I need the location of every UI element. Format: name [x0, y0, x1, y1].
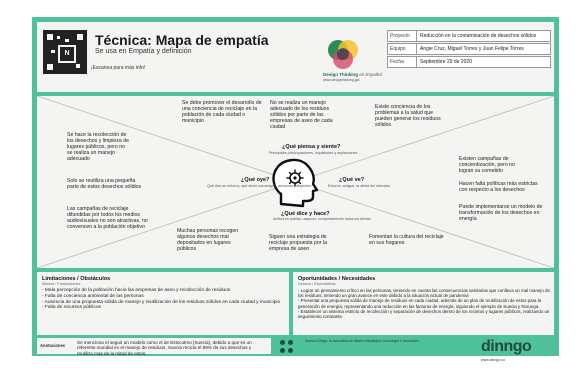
sa-icon	[288, 348, 293, 353]
note-left-1: Se hace la recolección de los desechos y…	[67, 132, 129, 162]
footer-info: Somos Dinngo, la consultora de diseño es…	[305, 339, 420, 343]
limitations-list: - Mala percepción de la población hacia …	[42, 288, 284, 311]
say-do-subtitle: Actitud en público, aspecto, comportamie…	[273, 217, 371, 221]
note-right-3: Puede implementarse un modelo de transfo…	[459, 204, 543, 222]
note-right-1: Existen campañas de concientización, per…	[459, 156, 515, 174]
head-icon	[272, 158, 319, 208]
hear-subtitle: Qué dice su entorno, qué dicen sus amigo…	[207, 184, 312, 188]
think-feel-title: ¿Qué piensa y siente?	[282, 144, 341, 150]
empathy-map-panel: Se debe promover el desarrollo de una co…	[37, 96, 554, 268]
nc-icon	[280, 348, 285, 353]
list-item: - Falta de recursos públicos	[42, 305, 101, 311]
logo-url: www.designthinking.gal	[323, 78, 360, 82]
say-do-title: ¿Qué dice y hace?	[281, 211, 330, 217]
note-top-right: Existe conciencia de los problemas a la …	[375, 104, 441, 128]
page-subtitle: Se usa en Empatía y definición	[95, 48, 192, 55]
page-title: Técnica: Mapa de empatía	[95, 32, 269, 48]
meta-date-value: Septiembre 29 de 2020	[420, 59, 472, 65]
note-bottom-center: Siguen una estrategia de reciclaje propu…	[269, 234, 327, 252]
limitations-subtitle: Miedos / Frustraciones	[42, 282, 81, 286]
note-left-3: Las campañas de reciclaje difundidas por…	[67, 206, 148, 230]
map-dividers	[37, 96, 554, 268]
opportunities-list: - Lograr un pensamiento crítico en las p…	[298, 288, 550, 319]
meta-team-label: Equipo	[388, 44, 417, 54]
note-right-2: Hacen falta políticas más estrictas con …	[459, 181, 538, 193]
design-thinking-logo-icon	[328, 40, 358, 69]
cc-icon	[280, 340, 285, 345]
empathy-map-poster: N ¡Escanea para más info! Técnica: Mapa …	[32, 17, 559, 362]
annotations-text: Se menciona el seguir un modelo como el …	[77, 340, 252, 356]
note-left-2: Solo se reutiliza una pequeña parte de e…	[67, 178, 142, 190]
by-icon	[288, 340, 293, 345]
note-bottom-right: Fomentan la cultura del reciclaje en sus…	[369, 234, 444, 246]
list-item: - Falta de conciencia ambiental de las p…	[42, 293, 144, 299]
logo-name: Design Thinking en Español	[323, 72, 382, 77]
meta-date-label: Fecha	[388, 57, 417, 67]
limitations-panel: Limitaciones / Obstáculos Miedos / Frust…	[37, 272, 289, 335]
qr-badge: N	[58, 45, 76, 63]
meta-team-value: Angie Cruz, Miguel Torres y Juan Felipe …	[420, 46, 524, 52]
meta-project-value: Reducción en la contaminación de desecho…	[420, 33, 537, 39]
license-icons	[280, 339, 300, 354]
opportunities-panel: Oportunidades / Necesidades Deseos / Exp…	[293, 272, 554, 335]
dinngo-logo[interactable]: dinngo	[481, 338, 532, 355]
list-item: - Mala percepción de la población hacia …	[42, 288, 231, 293]
note-bottom-left: Muchas personas recogen algunos desechos…	[177, 228, 239, 252]
annotations-box: Anotaciones Se menciona el seguir un mod…	[37, 338, 271, 356]
brand-url[interactable]: www.dinngo.co	[481, 358, 506, 362]
see-subtitle: Entorno, amigos, la oferta del mercado	[328, 184, 390, 188]
meta-project-label: Proyecto	[388, 31, 417, 41]
opportunities-subtitle: Deseos / Expectativas	[298, 282, 336, 286]
hear-title: ¿Qué oye?	[241, 177, 270, 183]
header-panel: N ¡Escanea para más info! Técnica: Mapa …	[37, 22, 554, 92]
list-item: - Lograr un pensamiento crítico en las p…	[298, 288, 550, 299]
limitations-title: Limitaciones / Obstáculos	[42, 276, 111, 282]
list-item: - Ausencia de una propuesta sólida de ma…	[42, 299, 281, 305]
see-title: ¿Qué ve?	[339, 177, 365, 183]
list-item: - Presentar una propuesta sólida de mane…	[298, 298, 542, 309]
note-top-center: No se realiza un manejo adecuado de los …	[270, 100, 333, 130]
qr-code[interactable]: N	[43, 30, 87, 74]
qr-caption: ¡Escanea para más info!	[91, 65, 146, 71]
note-top-left: Se debe promover el desarrollo de una co…	[182, 100, 262, 124]
opportunities-title: Oportunidades / Necesidades	[298, 276, 376, 282]
annotations-label: Anotaciones	[40, 343, 66, 348]
think-feel-subtitle: Principales preocupaciones, inquietudes …	[269, 151, 358, 155]
list-item: - Establecer un sistema estricto de reco…	[298, 308, 550, 320]
